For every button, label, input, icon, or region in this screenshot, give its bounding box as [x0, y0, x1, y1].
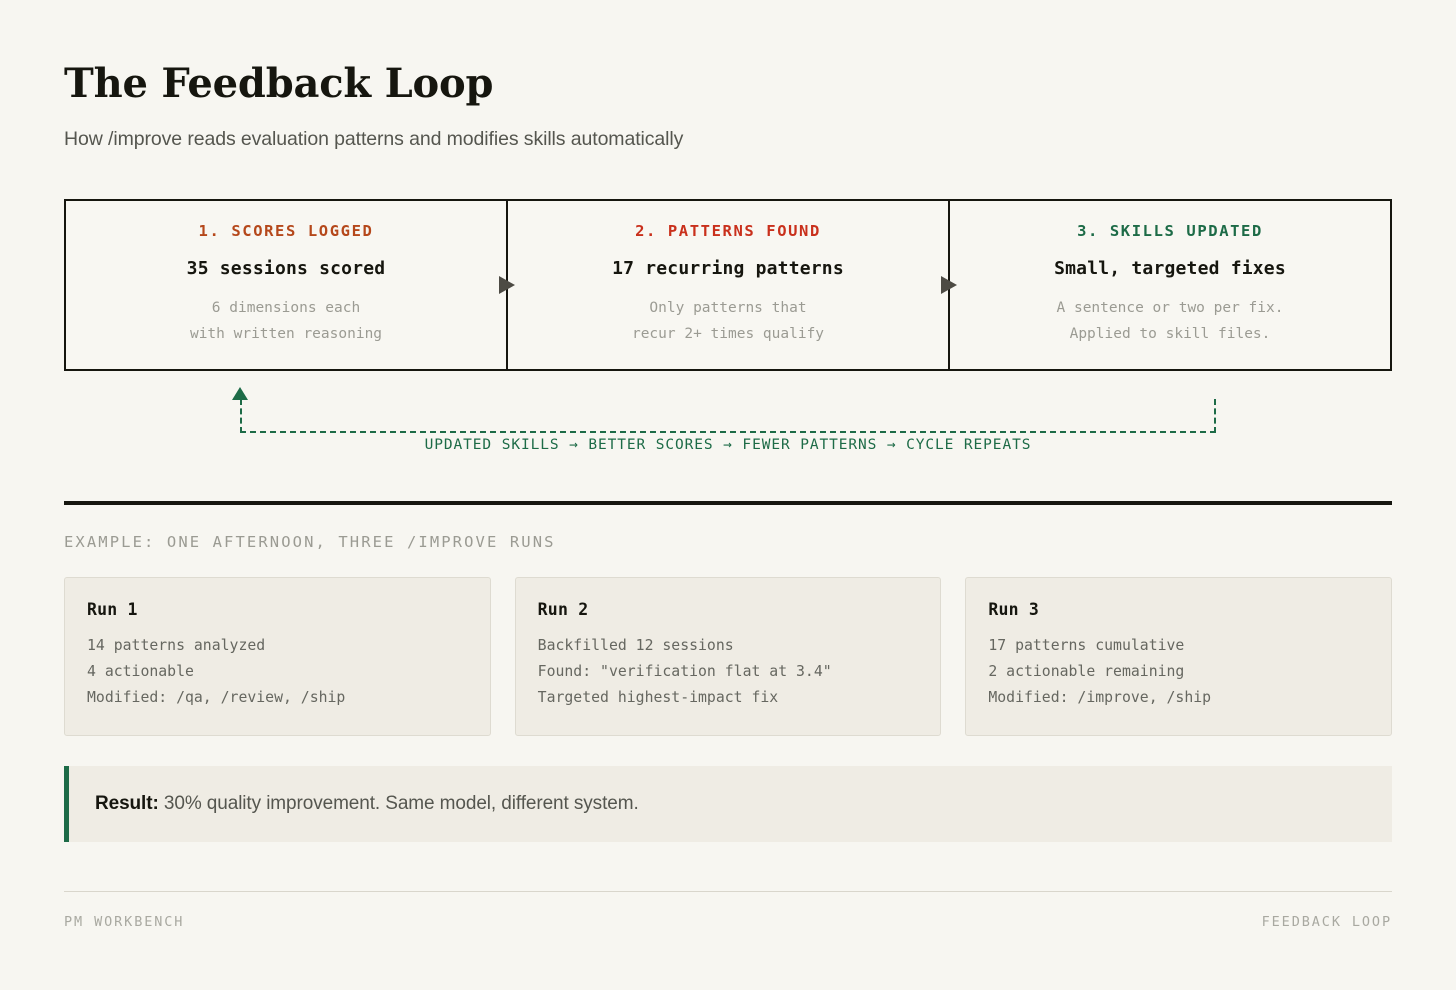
stage-panel-patterns-found[interactable]: 2. PATTERNS FOUND 17 recurring patterns … — [506, 200, 957, 369]
run-card-line: 4 actionable — [87, 662, 194, 680]
stage-note-line-2: recur 2+ times qualify — [631, 326, 825, 343]
example-section-label: EXAMPLE: ONE AFTERNOON, THREE /IMPROVE R… — [64, 532, 556, 551]
page-subtitle: How /improve reads evaluation patterns a… — [64, 128, 684, 151]
run-card-line: 17 patterns cumulative — [988, 636, 1185, 654]
run-card-line: Backfilled 12 sessions — [537, 636, 734, 654]
triangle-right-icon — [499, 275, 515, 294]
run-card-line: Found: "verification flat at 3.4" — [537, 662, 832, 680]
result-banner: Result: 30% quality improvement. Same mo… — [64, 765, 1392, 842]
stage-headline: 35 sessions scored — [186, 257, 386, 279]
footer-right-label: FEEDBACK LOOP — [1261, 914, 1392, 930]
loop-caption: UPDATED SKILLS → BETTER SCORES → FEWER P… — [424, 436, 1032, 453]
result-body: 30% quality improvement. Same model, dif… — [158, 792, 639, 814]
stage-headline: 17 recurring patterns — [612, 257, 844, 279]
triangle-right-icon — [941, 275, 957, 294]
page-title: The Feedback Loop — [64, 60, 494, 107]
run-card-title: Run 2 — [537, 599, 589, 619]
footer-divider — [64, 891, 1392, 892]
stage-strip: 1. SCORES LOGGED 35 sessions scored 6 di… — [64, 198, 1392, 371]
run-card-list: Run 1 14 patterns analyzed 4 actionable … — [64, 576, 1393, 736]
run-card-1[interactable]: Run 1 14 patterns analyzed 4 actionable … — [64, 576, 491, 736]
run-card-2[interactable]: Run 2 Backfilled 12 sessions Found: "ver… — [514, 576, 942, 736]
run-card-line: Modified: /improve, /ship — [988, 688, 1212, 706]
stage-note-line-1: A sentence or two per fix. — [1056, 299, 1284, 316]
run-card-line: Targeted highest-impact fix — [537, 688, 779, 706]
footer-row: PM WORKBENCH FEEDBACK LOOP — [64, 914, 1392, 930]
run-card-line: Modified: /qa, /review, /ship — [87, 688, 346, 706]
result-label: Result: — [95, 792, 159, 814]
run-card-line: 2 actionable remaining — [988, 662, 1185, 680]
stage-kicker: 3. SKILLS UPDATED — [1077, 221, 1263, 240]
run-card-title: Run 1 — [87, 599, 138, 619]
stage-note-line-1: Only patterns that — [649, 299, 807, 316]
stage-kicker: 2. PATTERNS FOUND — [635, 221, 821, 240]
arrow-up-icon — [232, 386, 248, 400]
footer: PM WORKBENCH FEEDBACK LOOP — [64, 891, 1392, 930]
run-card-title: Run 3 — [988, 599, 1040, 619]
stage-note-line-1: 6 dimensions each — [211, 299, 361, 316]
stage-kicker: 1. SCORES LOGGED — [198, 221, 374, 240]
header: The Feedback Loop How /improve reads eva… — [64, 0, 1392, 153]
stage-note-line-2: Applied to skill files. — [1069, 326, 1271, 343]
footer-left-label: PM WORKBENCH — [64, 914, 185, 930]
stage-note-line-2: with written reasoning — [189, 326, 383, 343]
result-text: Result: 30% quality improvement. Same mo… — [95, 793, 639, 815]
stage-headline: Small, targeted fixes — [1054, 257, 1286, 279]
section-divider — [64, 500, 1392, 505]
run-card-3[interactable]: Run 3 17 patterns cumulative 2 actionabl… — [965, 576, 1393, 736]
loop-dashed-rail — [240, 398, 1216, 433]
stage-panel-scores-logged[interactable]: 1. SCORES LOGGED 35 sessions scored 6 di… — [66, 201, 515, 369]
feedback-loop-connector: UPDATED SKILLS → BETTER SCORES → FEWER P… — [64, 377, 1392, 473]
stage-panel-skills-updated[interactable]: 3. SKILLS UPDATED Small, targeted fixes … — [948, 200, 1390, 369]
run-card-line: 14 patterns analyzed — [87, 636, 266, 654]
